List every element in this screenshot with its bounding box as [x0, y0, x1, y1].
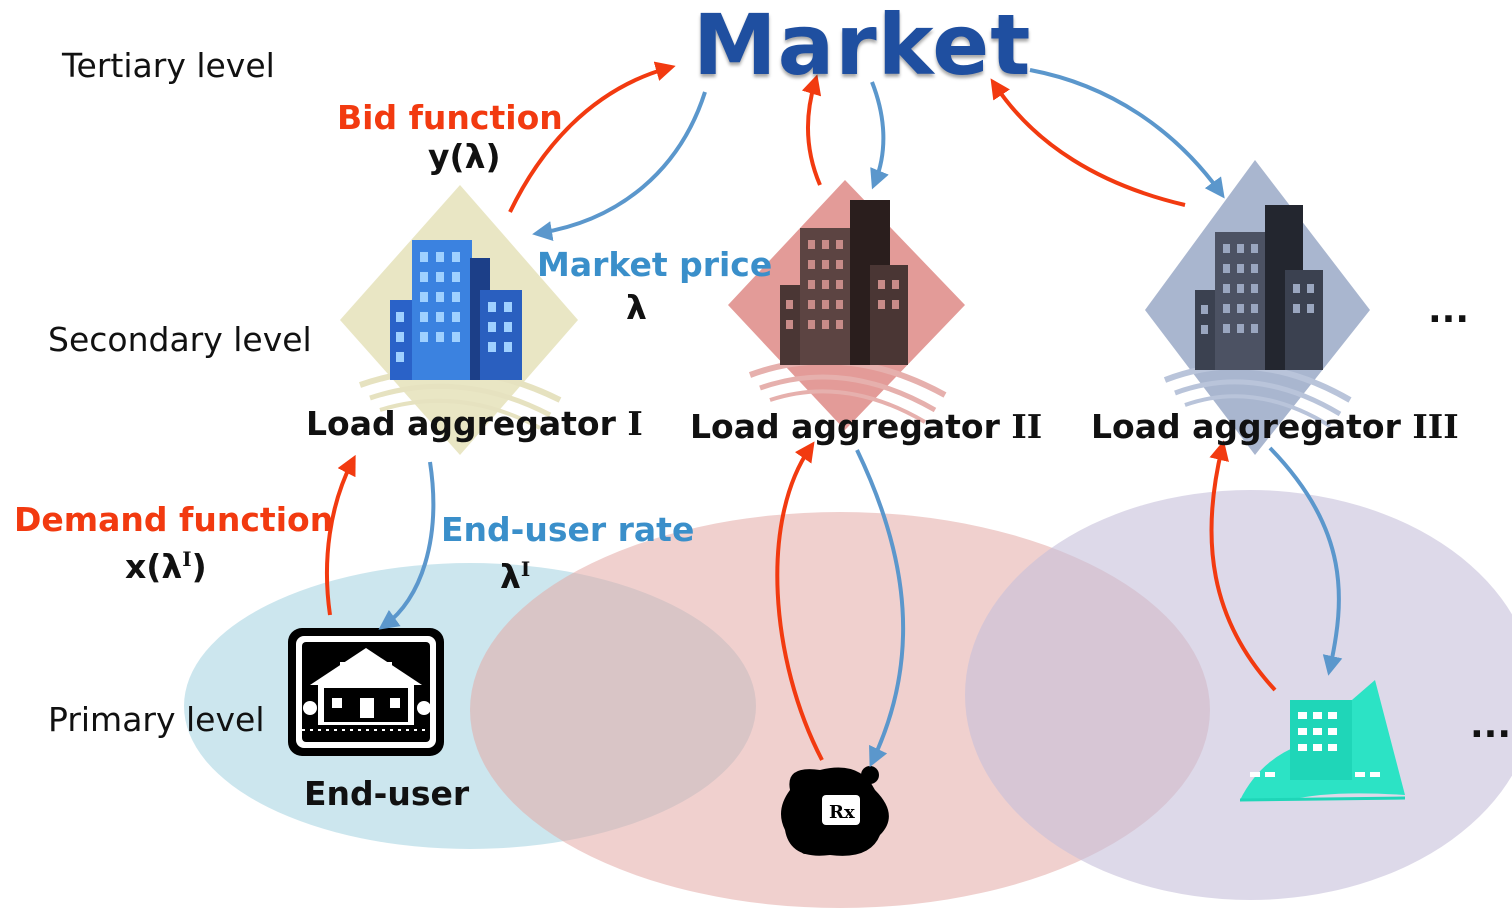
aggregator-prefix: Load aggregator — [690, 407, 1012, 446]
aggregator-label: Load aggregator II — [690, 407, 1042, 446]
end-user-rate-symbol: λI — [500, 557, 530, 596]
market-price-symbol: λ — [626, 288, 647, 327]
demand-function-arrow — [1209, 440, 1277, 692]
bid-function-arrow — [508, 61, 676, 213]
end-user-rate-arrow — [1268, 446, 1343, 676]
region-purple — [965, 490, 1512, 900]
demand-function-arrow — [775, 441, 824, 761]
end-user-rate-sup: I — [520, 557, 531, 581]
bid-function-symbol: y(λ) — [428, 137, 501, 176]
end-user-rate-arrow — [378, 461, 436, 630]
ellipsis-secondary: ... — [1428, 290, 1470, 331]
end-user-rate-arrow — [855, 449, 906, 768]
end-user-rate-label: End-user rate — [441, 510, 695, 549]
svg-text:Rx: Rx — [829, 802, 855, 823]
bid-function-label: Bid function — [337, 98, 563, 137]
market-price-arrow — [870, 81, 889, 190]
bid-function-arrow — [990, 78, 1186, 207]
market-price-label: Market price — [537, 245, 773, 284]
house-icon — [288, 628, 444, 756]
end-user-rate-lambda: λ — [500, 557, 521, 596]
hospital-icon — [1239, 680, 1406, 802]
aggregator-prefix: Load aggregator — [306, 404, 628, 443]
aggregator-roman: I — [627, 404, 643, 443]
bid-function-arrow — [801, 74, 822, 186]
market-price-arrow — [1029, 68, 1225, 199]
aggregator-label: Load aggregator I — [306, 404, 643, 443]
secondary-level-label: Secondary level — [48, 320, 312, 359]
office-building-icon — [728, 180, 965, 430]
demand-symbol-sup: I — [182, 547, 192, 571]
market-title: Market — [693, 0, 1032, 94]
aggregator-prefix: Load aggregator — [1091, 407, 1413, 446]
aggregator-roman: II — [1011, 407, 1043, 446]
demand-function-arrow — [324, 454, 356, 616]
aggregator-roman: III — [1412, 407, 1459, 446]
demand-function-label: Demand function — [14, 500, 334, 539]
end-user-label: End-user — [304, 774, 470, 813]
market-price-arrow — [532, 91, 707, 241]
office-building-icon — [1145, 160, 1370, 455]
demand-symbol-pre: x(λ — [125, 547, 183, 586]
primary-level-label: Primary level — [48, 700, 265, 739]
demand-symbol-post: ) — [191, 547, 207, 586]
tertiary-level-label: Tertiary level — [62, 46, 275, 85]
pharmacy-rx-icon: Rx — [781, 766, 889, 856]
aggregator-label: Load aggregator III — [1091, 407, 1459, 446]
ellipsis-primary: ... — [1470, 705, 1512, 746]
office-building-icon — [340, 185, 578, 455]
demand-function-symbol: x(λI) — [125, 547, 207, 586]
